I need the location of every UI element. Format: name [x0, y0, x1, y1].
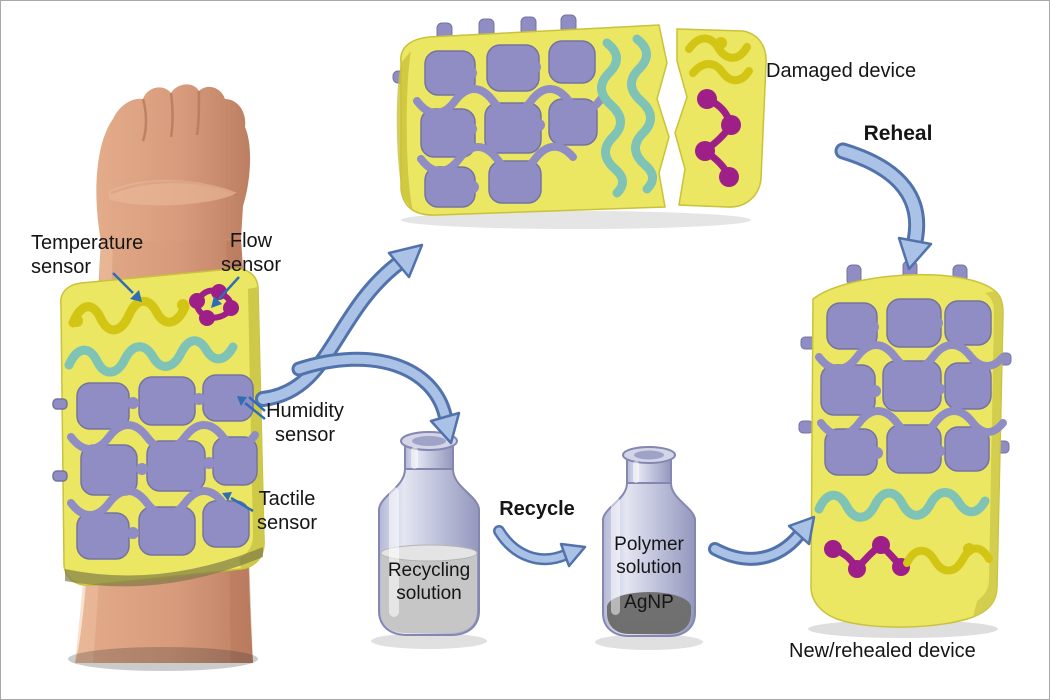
flow-pointer-arrow: [211, 276, 240, 308]
damaged-device-label: Damaged device: [766, 60, 917, 82]
temperature-sensor-label: Temperature sensor: [31, 232, 144, 279]
new-rehealed-device-label: New/rehealed device: [789, 640, 976, 662]
new-purple-pattern: [815, 298, 1007, 476]
new-magenta-pattern: [824, 536, 910, 578]
recycling-bottle: [371, 431, 487, 649]
tactile-sensor-label: Tactile sensor: [256, 488, 318, 535]
damaged-fragment-pattern: [685, 34, 753, 187]
recycle-label: Recycle: [499, 498, 575, 520]
arrow-band-to-recycling: [291, 351, 461, 445]
arrow-bottle-to-new-device: [708, 515, 816, 566]
temperature-pointer-arrow: [112, 272, 142, 302]
damaged-purple-pattern: [413, 40, 605, 208]
arrow-band-to-damaged: [255, 243, 424, 407]
humidity-sensor-label: Humidity sensor: [266, 400, 344, 447]
tactile-sensor-pattern: [52, 374, 259, 560]
wearable-band: [52, 267, 265, 587]
recycle-arrow: [493, 525, 587, 568]
recycling-solution-label: Recycling solution: [387, 560, 471, 605]
reheal-arrow: [834, 142, 933, 271]
humidity-sensor-pattern: [64, 336, 238, 377]
pointer-arrows: [112, 272, 266, 513]
new-teal-pattern: [814, 488, 990, 522]
humidity-pointer-arrow: [237, 396, 266, 420]
tactile-pointer-arrow: [222, 492, 254, 513]
new-yellow-pattern: [903, 543, 993, 575]
damaged-teal-pattern: [597, 34, 657, 198]
agnp-label: AgNP: [624, 592, 674, 613]
damaged-device-illustration: [392, 14, 767, 229]
new-device-illustration: [798, 260, 1012, 638]
polymer-solution-label: Polymer solution: [614, 534, 684, 579]
flow-sensor-pattern: [189, 284, 239, 326]
reheal-label: Reheal: [863, 122, 933, 145]
polymer-bottle: [595, 446, 703, 650]
flow-sensor-label: Flow sensor: [220, 230, 282, 277]
temperature-sensor-pattern: [68, 296, 190, 335]
